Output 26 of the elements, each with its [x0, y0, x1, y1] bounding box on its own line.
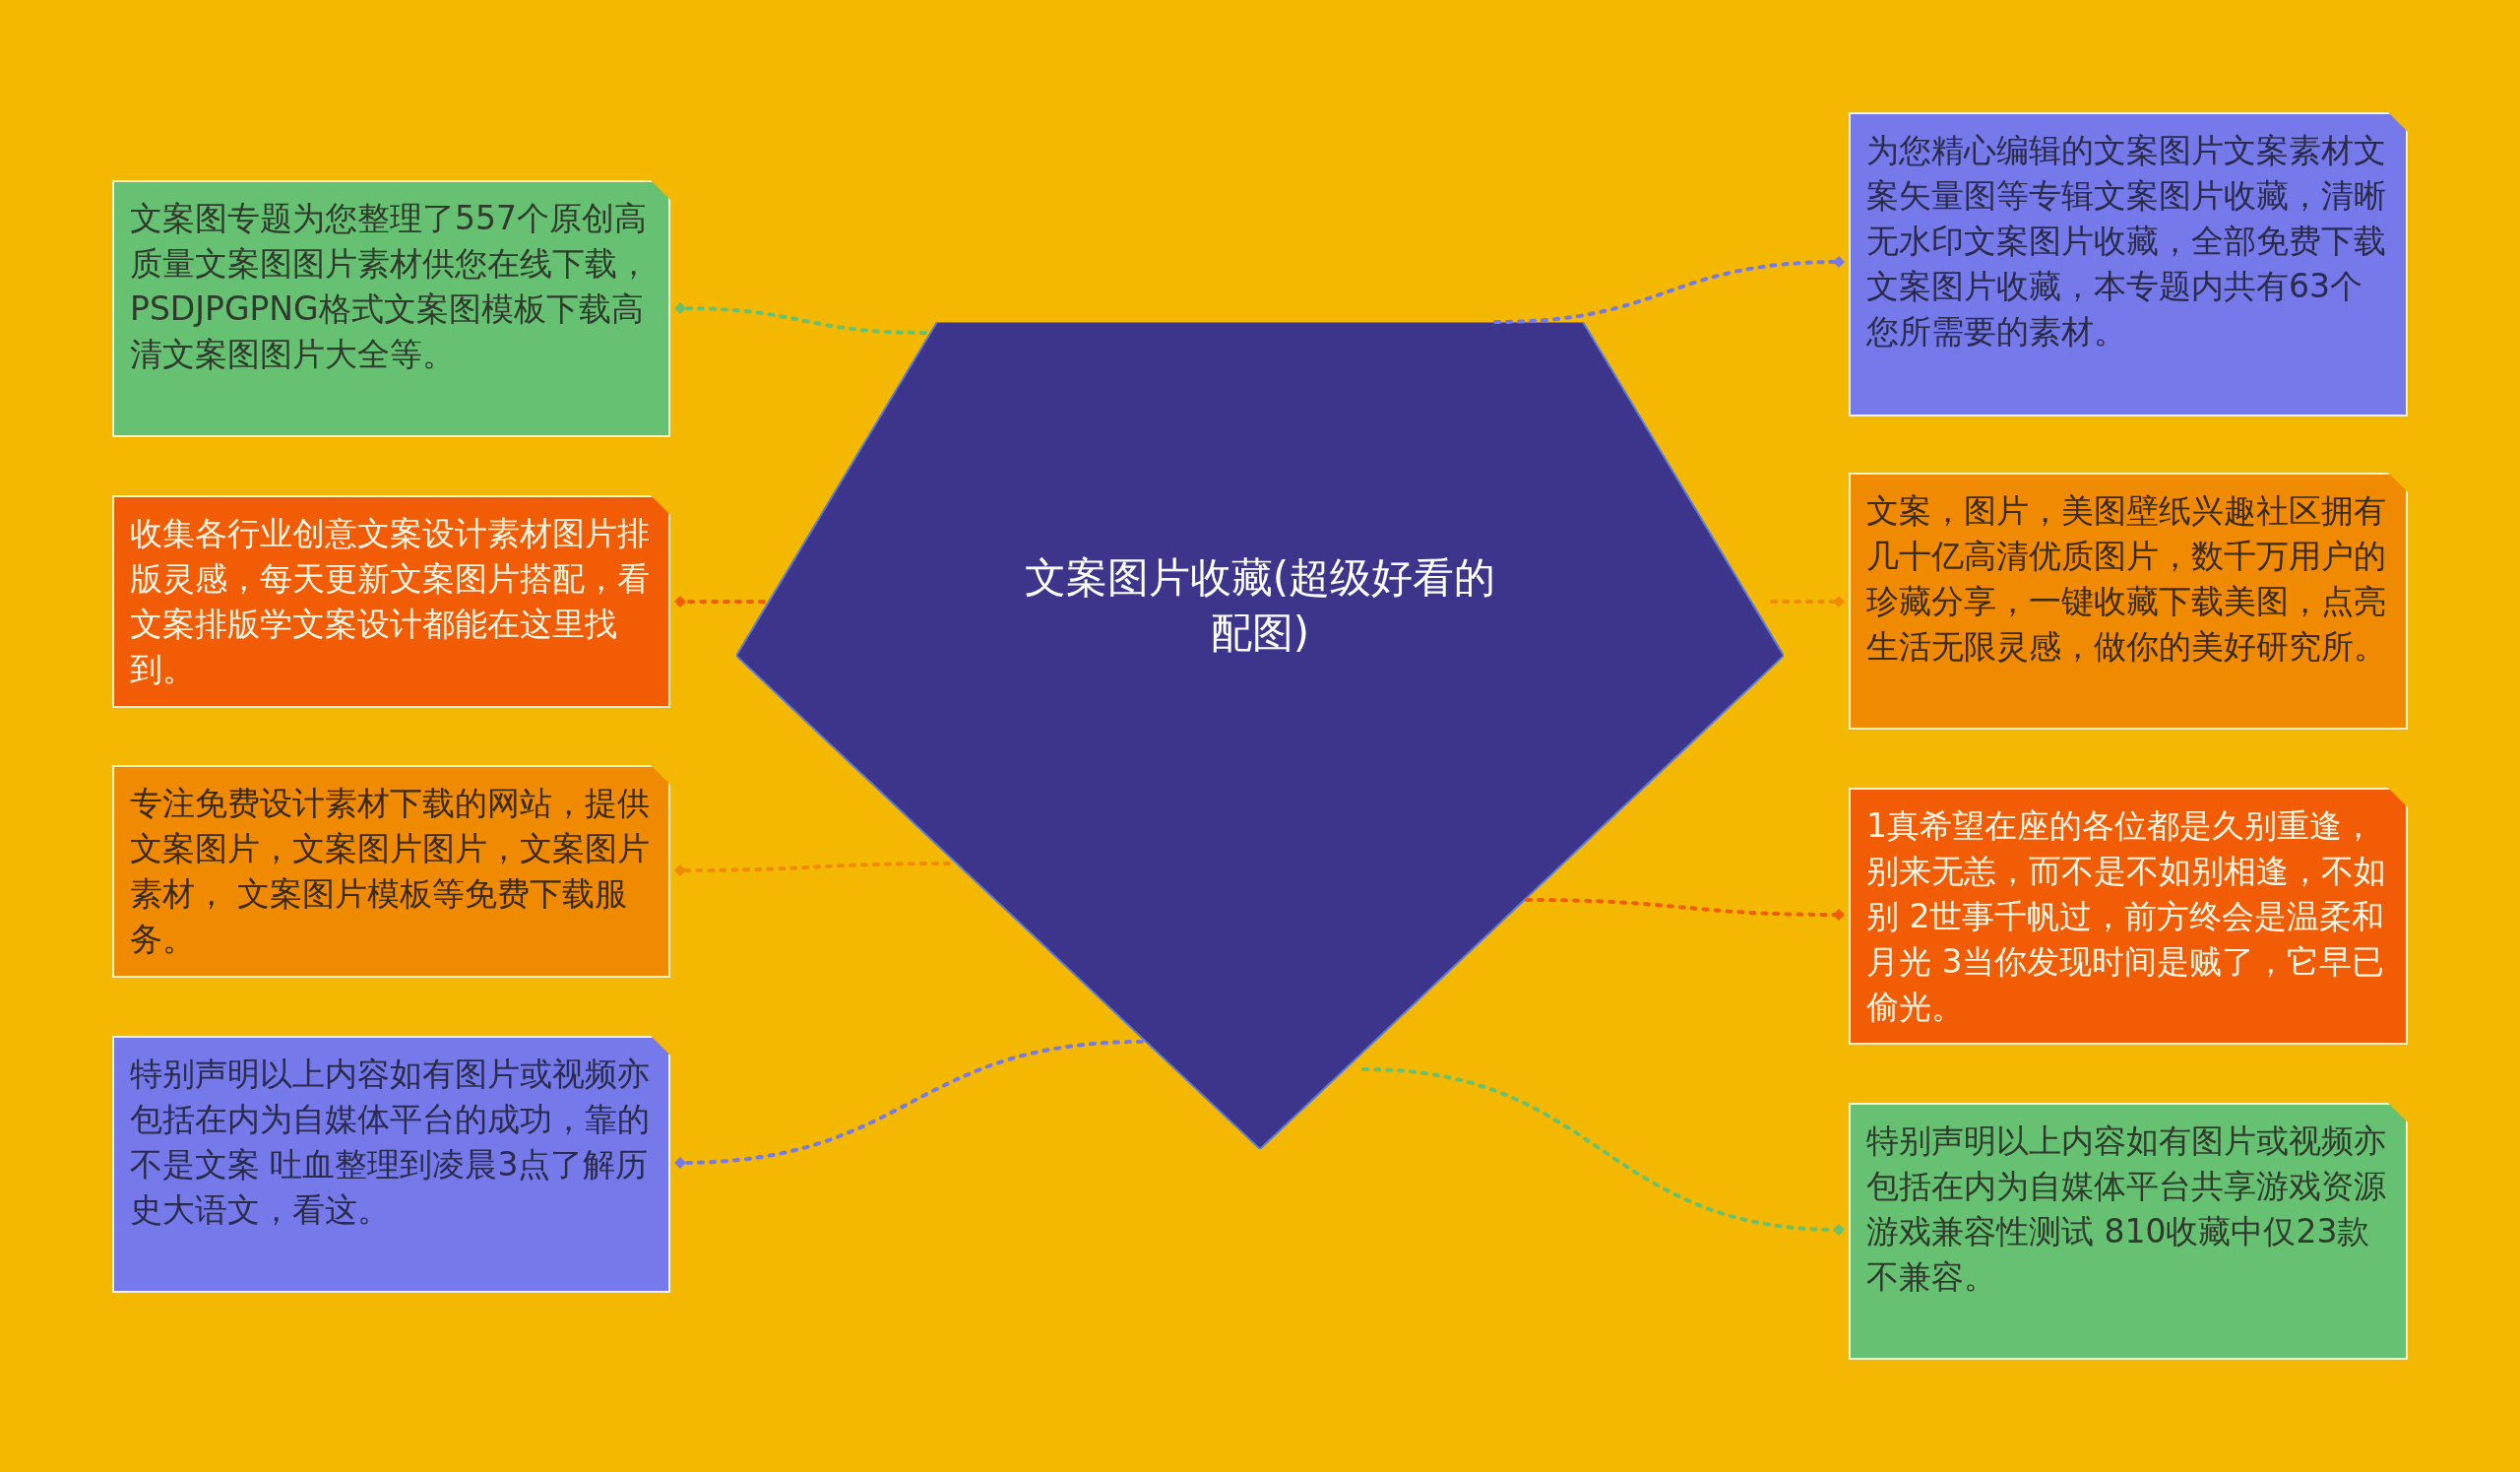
dotted-connector	[674, 596, 766, 608]
topic-card	[1849, 473, 2408, 730]
topic-text: 专注免费设计素材下载的网站，提供文案图片，文案图片图片，文案图片素材， 文案图片模板等免费下载服务。	[130, 783, 651, 960]
central-topic-text: 文案图片收藏(超级好看的配图)	[1023, 552, 1497, 659]
topic-text: 特别声明以上内容如有图片或视频亦包括在内为自媒体平台共享游戏资源游戏兼容性测试 810收藏中仅23款不兼容。	[1866, 1120, 2387, 1298]
topic-text: 文案，图片，美图壁纸兴趣社区拥有几十亿高清优质图片，数千万用户的珍藏分享，一键收藏下载美图，点亮生活无限灵感，做你的美好研究所。	[1866, 490, 2387, 668]
topic-text: 特别声明以上内容如有图片或视频亦包括在内为自媒体平台的成功，靠的不是文案 吐血整理到凌晨3点了解历史大语文，看这。	[130, 1054, 651, 1231]
dotted-connector	[1525, 898, 1845, 921]
topic-card	[112, 765, 670, 978]
topic-card	[1849, 112, 2408, 416]
dotted-connector	[674, 1040, 1144, 1169]
topic-card	[1849, 1103, 2408, 1360]
dotted-connector	[1770, 596, 1845, 608]
dotted-connector	[1361, 1067, 1845, 1236]
central-topic-pentagon	[736, 322, 1784, 1149]
topic-card	[1849, 788, 2408, 1045]
dotted-connector	[1493, 256, 1845, 324]
topic-card	[112, 1036, 670, 1293]
topic-text: 文案图专题为您整理了557个原创高质量文案图图片素材供您在线下载，PSDJPGPNG格式文案图模板下载高清文案图图片大全等。	[130, 198, 651, 375]
dotted-connector	[674, 302, 927, 335]
topic-text: 1真希望在座的各位都是久别重逢，别来无恙，而不是不如别相逢，不如别 2世事千帆过，前方终会是温柔和月光 3当你发现时间是贼了，它早已偷光。	[1866, 805, 2387, 1028]
topic-card	[112, 180, 670, 437]
dotted-connector	[674, 862, 951, 876]
topic-text: 为您精心编辑的文案图片文案素材文案矢量图等专辑文案图片收藏，清晰无水印文案图片收藏，全部免费下载文案图片收藏，本专题内共有63个您所需要的素材。	[1866, 130, 2387, 352]
topic-card	[112, 495, 670, 708]
topic-text: 收集各行业创意文案设计素材图片排版灵感，每天更新文案图片搭配，看文案排版学文案设计都能在这里找到。	[130, 513, 651, 690]
